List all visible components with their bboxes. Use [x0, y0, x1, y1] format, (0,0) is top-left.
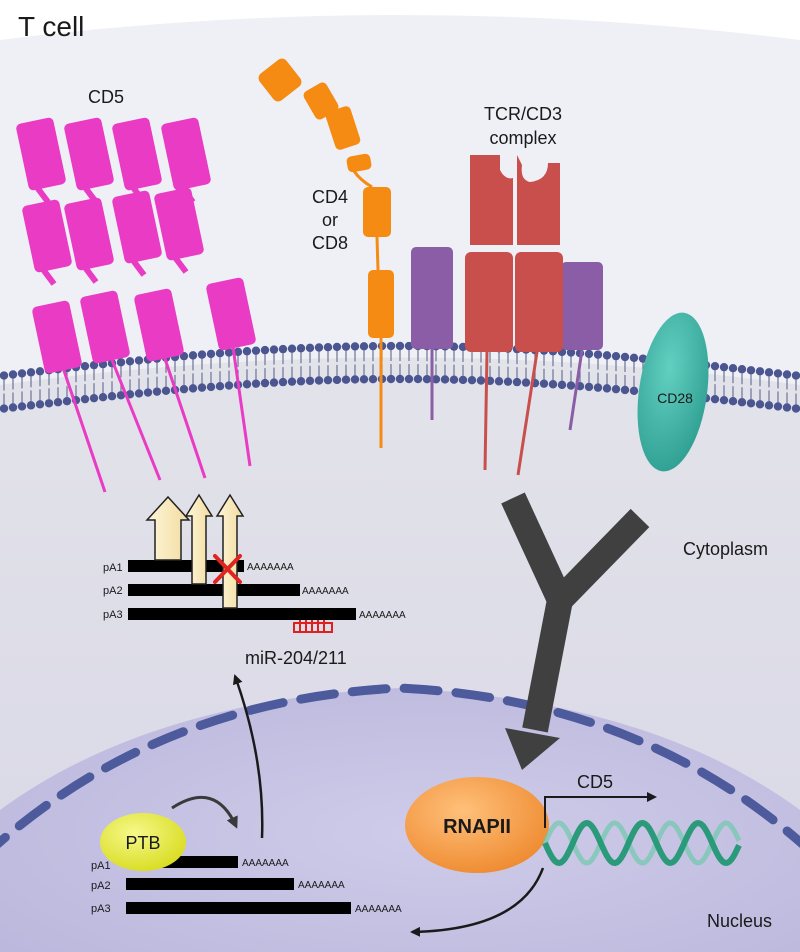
cd8-label: CD8	[312, 233, 348, 253]
cd5-domain	[16, 117, 66, 191]
gene-label: CD5	[577, 772, 613, 792]
transcript-name: pA3	[103, 609, 123, 621]
transcript-bar	[128, 560, 244, 572]
transcript-bar	[126, 878, 294, 890]
tcr-label: TCR/CD3	[484, 104, 562, 124]
cd5-domain	[64, 197, 114, 271]
cd28-label: CD28	[657, 390, 693, 406]
cd4-cd8-coreceptor	[258, 58, 394, 448]
nucleus-label: Nucleus	[707, 911, 772, 931]
export-arrow	[232, 674, 264, 839]
transcript-bar	[128, 584, 300, 596]
cd5-domain	[154, 187, 204, 261]
cd5-domain	[206, 277, 256, 351]
cd4-domain	[368, 270, 394, 338]
transcript-name: pA3	[91, 903, 111, 915]
polya-tail: AAAAAAA	[298, 880, 345, 891]
tcr-beta-constant	[515, 252, 563, 352]
transcript-name: pA1	[91, 860, 111, 872]
rnapii-enzyme	[405, 777, 549, 873]
signal-arrow	[501, 492, 650, 770]
rnapii-label: RNAPII	[443, 816, 511, 838]
cytoplasm-label: Cytoplasm	[683, 539, 768, 559]
signal-arrow-head	[505, 728, 560, 770]
transcription-start-arrow	[544, 792, 657, 828]
tcr-alpha-constant	[465, 252, 513, 352]
blocked-x-icon	[213, 554, 242, 584]
cd5-domain	[134, 288, 184, 362]
mirna-label: miR-204/211	[245, 648, 347, 668]
translation-arrow-pa2	[184, 493, 214, 585]
cd4-domain	[325, 106, 361, 150]
transcript-name: pA1	[103, 562, 123, 574]
polya-tail: AAAAAAA	[242, 858, 289, 869]
ptb-label: PTB	[125, 833, 160, 853]
polya-tail: AAAAAAA	[359, 610, 406, 621]
transcript-name: pA2	[103, 585, 123, 597]
cd5-domain	[161, 117, 211, 191]
cd4-domain	[346, 153, 372, 173]
polya-tail: AAAAAAA	[355, 904, 402, 915]
transcript-output-arrow	[410, 867, 545, 937]
cd4-label: CD4	[312, 187, 348, 207]
dna-helix	[542, 819, 742, 867]
complex-label: complex	[489, 128, 556, 148]
cd4-domain	[303, 82, 339, 120]
cd4-domain	[258, 58, 302, 102]
cd5-receptors	[16, 117, 256, 493]
cd5-domain	[112, 117, 162, 191]
transcript-name: pA2	[91, 880, 111, 892]
or-label: or	[322, 210, 338, 230]
ptb-arrow	[171, 795, 238, 829]
translation-arrow-pa1	[145, 495, 191, 561]
tcr-cd3-complex	[411, 155, 603, 476]
tcr-alpha-variable	[470, 155, 513, 245]
cd4-domain	[363, 187, 391, 237]
mirna-binding-site	[293, 620, 333, 633]
cell-title: T cell	[18, 11, 84, 42]
ptb-protein	[100, 813, 186, 871]
cd5-domain	[80, 290, 130, 364]
cd5-domain	[22, 199, 72, 273]
cd3-chain-left	[411, 247, 453, 349]
transcript-bar	[126, 902, 351, 914]
tcr-beta-variable	[517, 155, 560, 245]
transcript-bar	[128, 608, 356, 620]
nuclear-envelope	[0, 683, 800, 848]
polya-tail: AAAAAAA	[302, 586, 349, 597]
cd5-domain	[112, 190, 162, 264]
cd3-chain-right	[561, 262, 603, 350]
polya-tail: AAAAAAA	[247, 562, 294, 573]
cd5-label: CD5	[88, 87, 124, 107]
cd28-receptor	[637, 312, 709, 472]
cytoplasm-transcripts: pA1 AAAAAAA pA2 AAAAAAA pA3 AAAAAAA	[103, 560, 406, 621]
cd5-domain	[32, 300, 82, 374]
cd5-domain	[64, 117, 114, 191]
